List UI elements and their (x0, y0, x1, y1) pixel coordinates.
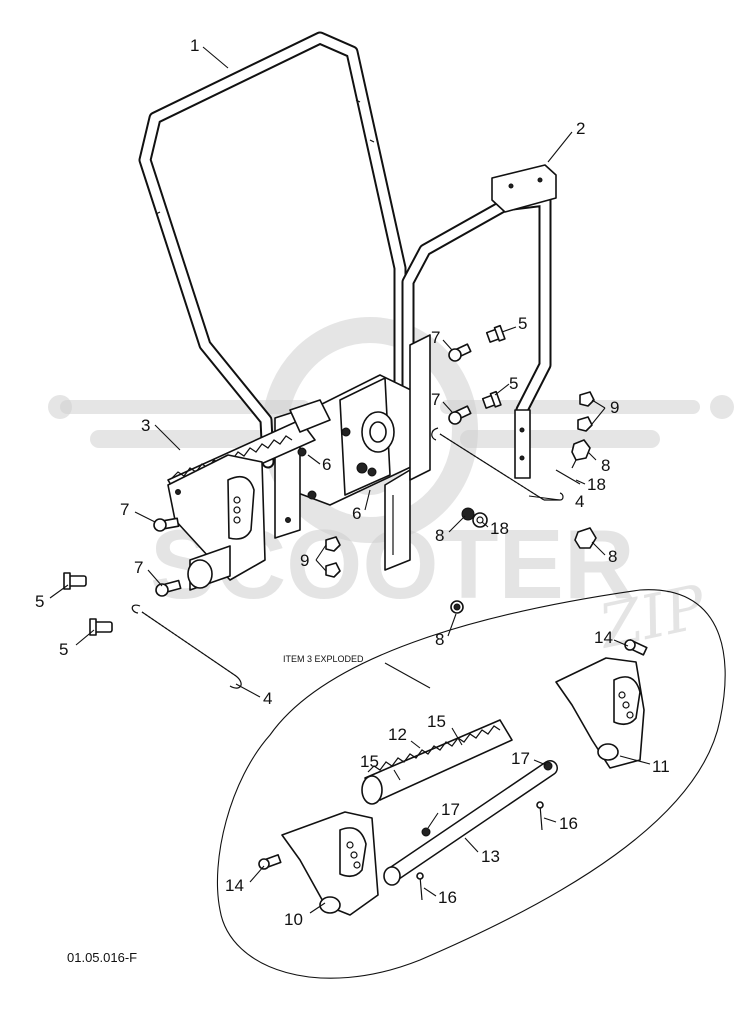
nut-9-b (325, 536, 341, 578)
top-bracket (491, 164, 557, 213)
callout-17-a: 17 (511, 749, 530, 768)
callout-8-b: 8 (435, 526, 444, 545)
callout-10: 10 (284, 910, 303, 929)
callout-18-b: 18 (490, 519, 509, 538)
bolt-5-d (89, 618, 113, 636)
callout-8-c: 8 (608, 547, 617, 566)
callout-8-d: 8 (435, 630, 444, 649)
callout-14-b: 14 (225, 876, 244, 895)
callout-15-a: 15 (360, 752, 379, 771)
callout-14-a: 14 (594, 628, 613, 647)
exploded-view-label: ITEM 3 EXPLODED (283, 654, 364, 664)
callout-8-a: 8 (601, 456, 610, 475)
callout-5-c: 5 (35, 592, 44, 611)
callout-6-a: 6 (322, 455, 331, 474)
bolt-7-c (153, 517, 180, 532)
leader-lines (49, 46, 651, 914)
callout-7-b: 7 (431, 390, 440, 409)
bolt-5-c (63, 572, 87, 590)
callout-4-lower: 4 (263, 689, 272, 708)
callout-5-d: 5 (59, 640, 68, 659)
bolt-7-b (448, 405, 472, 425)
callout-15-b: 15 (427, 712, 446, 731)
callout-1: 1 (190, 36, 199, 55)
pedal-part-12 (361, 719, 513, 805)
plate-part-10 (281, 811, 379, 916)
callouts: 1 2 3 4 4 5 5 5 5 6 6 7 7 7 7 8 8 8 8 9 … (35, 36, 670, 929)
callout-17-b: 17 (441, 800, 460, 819)
plate-part-11 (555, 657, 645, 769)
callout-7-d: 7 (134, 558, 143, 577)
callout-11: 11 (652, 757, 670, 776)
bolt-5-b (481, 390, 502, 409)
nut-8-a (571, 439, 591, 469)
nut-8-d (450, 600, 464, 614)
callout-5-a: 5 (518, 314, 527, 333)
callout-13: 13 (481, 847, 500, 866)
callout-7-c: 7 (120, 500, 129, 519)
spring-upper-part-4 (431, 427, 564, 501)
exploded-view-outline (216, 589, 726, 979)
pedal-assembly-part-3 (167, 399, 331, 591)
callout-9-b: 9 (300, 551, 309, 570)
callout-16-a: 16 (559, 814, 578, 833)
pin-part-16-a (536, 801, 544, 831)
exploded-parts (258, 639, 648, 916)
callout-18-a: 18 (587, 475, 606, 494)
callout-9-a: 9 (610, 398, 619, 417)
bolt-part-14-b (258, 854, 282, 870)
bolt-7-a (448, 343, 472, 362)
nut-9-a (577, 391, 595, 432)
drawing-code: 01.05.016-F (67, 950, 137, 965)
rod-part-13 (383, 760, 558, 886)
callout-7-a: 7 (431, 328, 440, 347)
bolt-5-a (485, 324, 506, 343)
callout-16-b: 16 (438, 888, 457, 907)
callout-2: 2 (576, 119, 585, 138)
nut-8-c (574, 527, 597, 549)
callout-3: 3 (141, 416, 150, 435)
hardware (63, 324, 597, 636)
pin-part-16-b (416, 872, 424, 901)
callout-4-upper: 4 (575, 492, 584, 511)
upright-frame-part-2 (401, 164, 557, 479)
bolt-7-d (155, 579, 182, 597)
handle-frame-part-1 (138, 31, 407, 469)
callout-5-b: 5 (509, 374, 518, 393)
callout-6-b: 6 (352, 504, 361, 523)
callout-12: 12 (388, 725, 407, 744)
